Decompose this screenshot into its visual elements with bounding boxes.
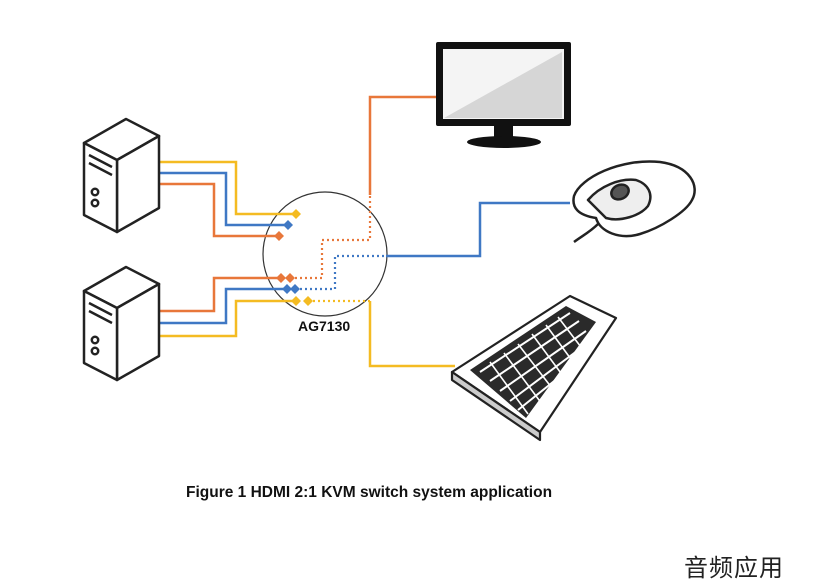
connector-diamonds — [274, 209, 313, 306]
monitor-icon — [436, 42, 571, 148]
computer-tower-icon — [82, 265, 161, 382]
keyboard-cable — [368, 301, 455, 368]
computer-tower-icon — [82, 117, 161, 234]
mouse-icon — [572, 160, 696, 244]
monitor-cable — [368, 95, 436, 195]
mouse-cable — [386, 201, 570, 258]
switch-internal-paths — [290, 195, 386, 303]
pc1-cables — [158, 160, 296, 238]
keyboard-icon — [450, 294, 618, 442]
figure-caption: Figure 1 HDMI 2:1 KVM switch system appl… — [186, 484, 553, 501]
chip-label: AG7130 — [298, 318, 351, 334]
watermark: 音频应用 — [684, 554, 784, 582]
pc2-cables — [158, 276, 296, 338]
switch-chip-circle — [262, 191, 388, 317]
